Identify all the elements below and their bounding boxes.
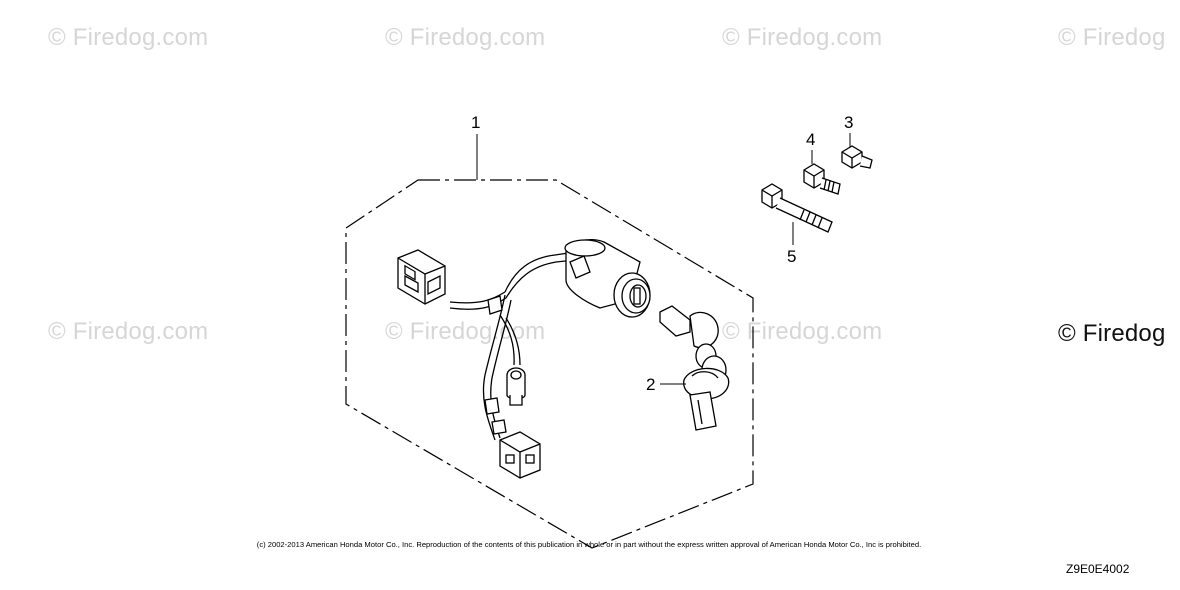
watermark-top-4: © Firedog <box>1058 24 1166 51</box>
watermark-top-2: © Firedog.com <box>385 24 546 51</box>
ignition-keys <box>659 305 730 431</box>
long-bolt <box>761 183 833 233</box>
watermark-mid-2: © Firedog.com <box>385 318 546 345</box>
watermark-top-3: © Firedog.com <box>722 24 883 51</box>
callout-3: 3 <box>844 113 853 132</box>
callout-2: 2 <box>646 375 655 394</box>
flange-nut <box>841 145 873 169</box>
callout-1: 1 <box>471 113 480 132</box>
watermark-mid-4: © Firedog <box>1058 320 1166 347</box>
kit-boundary <box>345 179 754 549</box>
copyright-notice: (c) 2002-2013 American Honda Motor Co., … <box>256 540 922 549</box>
watermark-top-1: © Firedog.com <box>48 24 209 51</box>
callout-5: 5 <box>787 247 796 266</box>
short-bolt <box>803 163 841 195</box>
diagram-code: Z9E0E4002 <box>1066 562 1130 576</box>
watermark-mid-3: © Firedog.com <box>722 318 883 345</box>
watermark-mid-1: © Firedog.com <box>48 318 209 345</box>
wire-harness <box>397 249 576 479</box>
ignition-switch <box>564 238 651 318</box>
callout-4: 4 <box>806 130 815 149</box>
